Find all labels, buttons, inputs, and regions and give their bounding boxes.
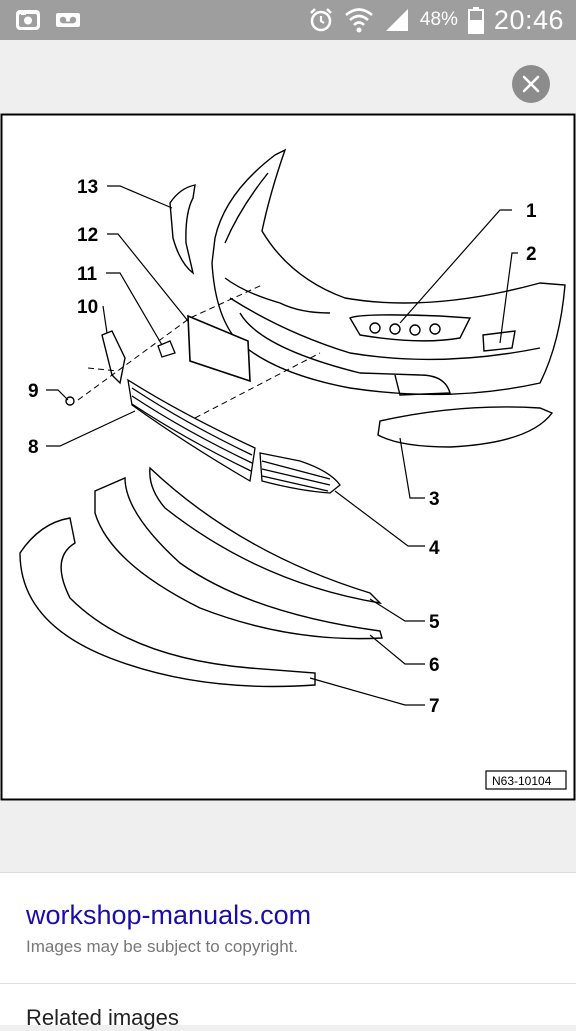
callout-7: 7 [429,696,440,717]
part-11 [157,340,176,358]
clock: 20:46 [493,4,564,35]
callout-13: 13 [77,177,98,198]
source-site-link[interactable]: workshop-manuals.com [26,900,312,930]
copyright-notice: Images may be subject to copyright. [26,937,299,956]
dash-lines [77,284,321,419]
part-8-grille [127,378,256,483]
part-7-spoiler [19,517,316,688]
part-6 [94,476,383,640]
callout-11: 11 [77,264,98,285]
status-left-icons [14,7,82,33]
callout-10: 10 [77,297,98,318]
callout-6: 6 [429,655,440,676]
signal-icon [385,9,408,31]
part-5 [149,466,383,605]
callout-labels: 1 2 3 4 5 6 7 8 9 10 11 12 13 [28,177,537,717]
related-images-heading: Related images [26,1005,179,1030]
voicemail-icon [56,13,80,27]
callout-8: 8 [28,437,39,458]
part-bumper-cover [211,148,566,396]
status-bar: 48% 20:46 [0,0,576,40]
alarm-icon [310,8,332,32]
callout-2: 2 [526,244,537,265]
part-4-side-grille [259,452,341,494]
part-13 [169,184,196,275]
close-button[interactable] [512,65,550,103]
reference-code-box [485,770,567,790]
callout-5: 5 [429,612,440,633]
callout-1: 1 [526,201,537,222]
callout-9: 9 [28,381,39,402]
screenshot-icon [16,10,40,30]
battery-percent: 48% [419,9,458,30]
leader-lines [46,185,518,706]
callout-3: 3 [429,489,440,510]
wifi-icon [345,8,373,33]
part-12-plate [187,314,251,383]
callout-12: 12 [77,225,98,246]
reference-code: N63-10104 [492,774,552,788]
part-9 [65,396,75,406]
diagram-image[interactable]: 1 2 3 4 5 6 7 8 9 10 11 12 13 N63-10104 [0,113,576,801]
battery-icon [467,7,484,34]
close-icon [522,75,540,93]
bumper-parts-diagram: 1 2 3 4 5 6 7 8 9 10 11 12 13 N63-10104 [0,113,576,801]
callout-4: 4 [429,538,440,559]
status-right-icons: 48% 20:46 [308,0,564,40]
divider [0,983,576,984]
image-info-panel: workshop-manuals.com Images may be subje… [0,872,576,1030]
part-3-strip [377,406,554,448]
